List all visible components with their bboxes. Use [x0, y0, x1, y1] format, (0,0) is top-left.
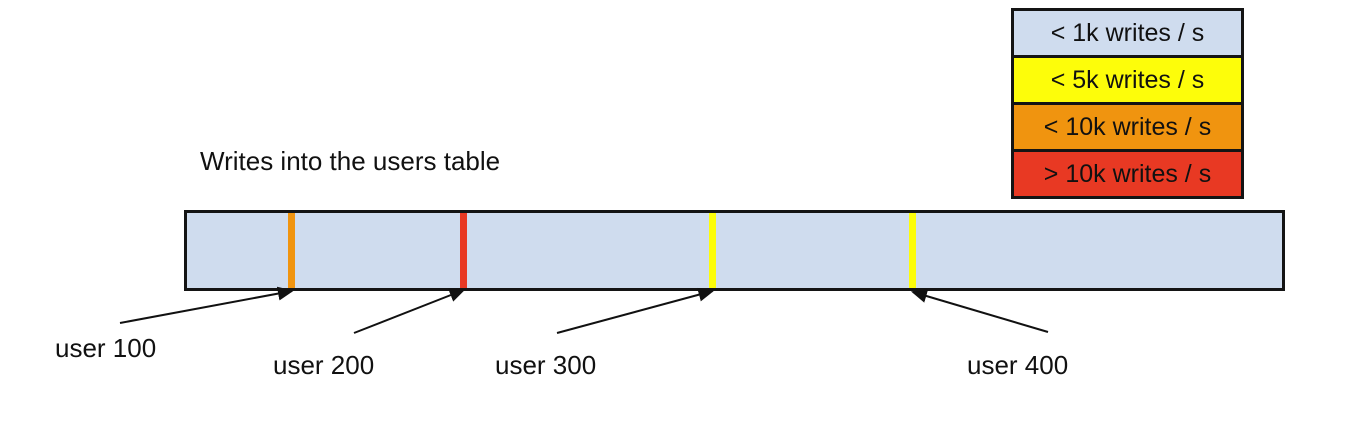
user-label: user 300 — [495, 350, 597, 380]
legend-item-label: < 1k writes / s — [1050, 18, 1205, 47]
legend-item: < 10k writes / s — [1014, 102, 1241, 149]
bar-marker-user-400 — [909, 213, 917, 288]
diagram-title: Writes into the users table — [200, 146, 501, 176]
legend-item-label: < 10k writes / s — [1043, 112, 1212, 141]
user-label: user 400 — [967, 350, 1069, 380]
bar-marker-user-300 — [708, 213, 716, 288]
bar-marker-user-100 — [288, 213, 296, 288]
user-label: user 100 — [55, 333, 157, 363]
arrow-user-300 — [556, 287, 715, 334]
users-table-bar — [184, 210, 1285, 291]
arrow-user-100 — [119, 286, 294, 324]
legend-item: < 1k writes / s — [1014, 11, 1241, 55]
legend-item-label: < 5k writes / s — [1050, 65, 1205, 94]
bar-marker-user-200 — [460, 213, 468, 288]
arrow-user-200 — [353, 288, 466, 334]
legend-item: < 5k writes / s — [1014, 55, 1241, 102]
arrow-user-400 — [910, 289, 1049, 333]
user-label: user 200 — [273, 350, 375, 380]
legend-item: > 10k writes / s — [1014, 149, 1241, 196]
legend: < 1k writes / s < 5k writes / s < 10k writ… — [1011, 8, 1244, 199]
legend-item-label: > 10k writes / s — [1043, 159, 1212, 188]
